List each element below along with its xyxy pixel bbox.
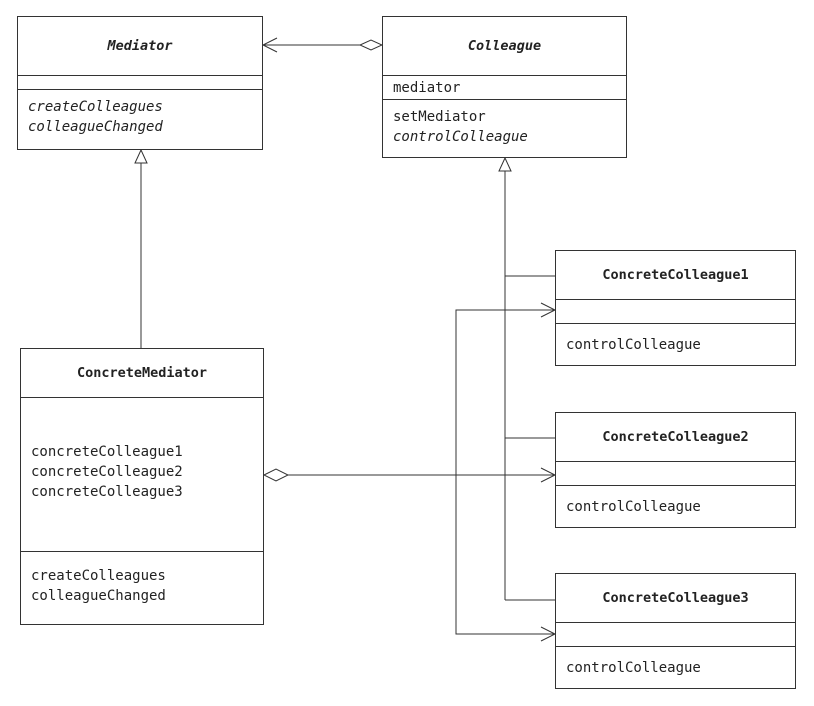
generalization-triangle-colleague: [498, 156, 512, 172]
concrete-colleague-3-operations-section: controlColleague: [556, 647, 795, 688]
concrete-colleague-2-operation: controlColleague: [566, 499, 701, 515]
colleague-class-name: Colleague: [383, 17, 626, 76]
concrete-colleague-1-class-name: ConcreteColleague1: [556, 251, 795, 300]
concrete-colleague-3-operation: controlColleague: [566, 660, 701, 676]
mediator-operations-section: createColleagues colleagueChanged: [18, 90, 262, 149]
concrete-mediator-attribute-1: concreteColleague1: [31, 444, 183, 460]
concrete-colleague-2-class-box: ConcreteColleague2 controlColleague: [555, 412, 796, 528]
concrete-colleague-3-attributes-section: [556, 623, 795, 647]
colleague-operations-section: setMediator controlColleague: [383, 100, 626, 157]
concrete-colleague-1-class-box: ConcreteColleague1 controlColleague: [555, 250, 796, 366]
concrete-colleague-1-operations-section: controlColleague: [556, 324, 795, 365]
concrete-mediator-attribute-3: concreteColleague3: [31, 484, 183, 500]
concrete-mediator-operation-create-colleagues: createColleagues: [31, 568, 166, 584]
mediator-attributes-section: [18, 76, 262, 90]
colleague-class-box: Colleague mediator setMediator controlCo…: [382, 16, 627, 158]
colleague-attributes-section: mediator: [383, 76, 626, 100]
association-arrowhead-to-mediator: [261, 37, 278, 53]
concrete-colleague-2-operations-section: controlColleague: [556, 486, 795, 527]
concrete-colleague-2-attributes-section: [556, 462, 795, 486]
aggregation-diamond-concrete-mediator: [262, 468, 290, 482]
concrete-colleague-1-operation: controlColleague: [566, 337, 701, 353]
concrete-mediator-class-name: ConcreteMediator: [21, 349, 263, 398]
concrete-colleague-1-attributes-section: [556, 300, 795, 324]
concrete-mediator-attributes-section: concreteColleague1 concreteColleague2 co…: [21, 398, 263, 552]
mediator-operation-colleague-changed: colleagueChanged: [28, 119, 163, 135]
mediator-class-box: Mediator createColleagues colleagueChang…: [17, 16, 263, 150]
generalization-triangle-mediator: [134, 148, 148, 164]
colleague-attribute-mediator: mediator: [393, 80, 461, 96]
concrete-colleague-3-class-box: ConcreteColleague3 controlColleague: [555, 573, 796, 689]
mediator-class-name: Mediator: [18, 17, 262, 76]
concrete-mediator-class-box: ConcreteMediator concreteColleague1 conc…: [20, 348, 264, 625]
concrete-colleague-2-class-name: ConcreteColleague2: [556, 413, 795, 462]
concrete-mediator-attribute-2: concreteColleague2: [31, 464, 183, 480]
concrete-mediator-operations-section: createColleagues colleagueChanged: [21, 552, 263, 624]
concrete-colleague-3-class-name: ConcreteColleague3: [556, 574, 795, 623]
colleague-operation-set-mediator: setMediator: [393, 109, 486, 125]
concrete-mediator-operation-colleague-changed: colleagueChanged: [31, 588, 166, 604]
aggregation-diamond-colleague: [358, 39, 384, 51]
mediator-bus-line: [455, 309, 555, 635]
mediator-operation-create-colleagues: createColleagues: [28, 99, 163, 115]
colleague-operation-control-colleague: controlColleague: [393, 129, 528, 145]
